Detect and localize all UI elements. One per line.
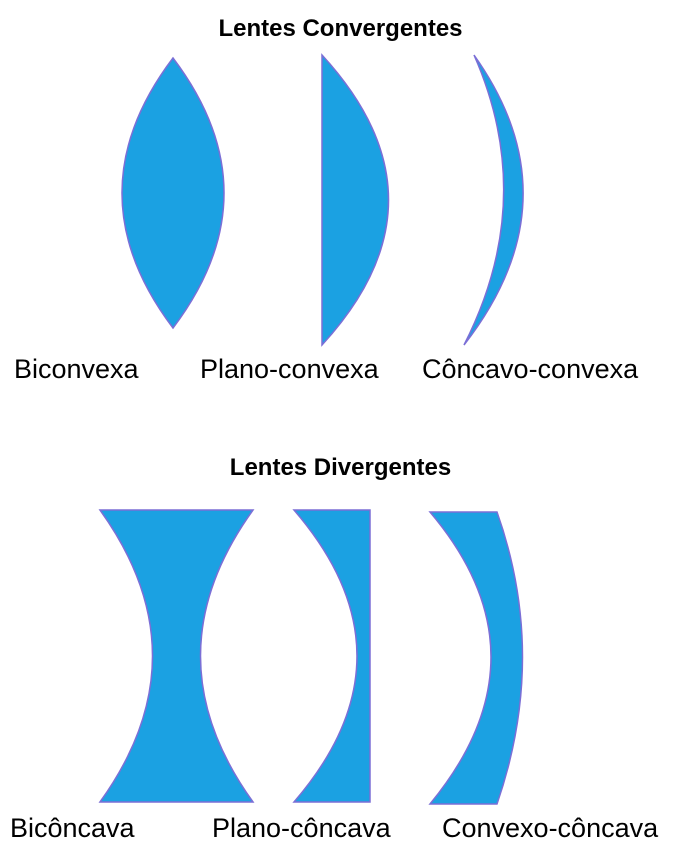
plano-convex-lens-shape [322,55,389,345]
biconvex-label: Biconvexa [14,356,139,383]
convex-concave-label: Convexo-côncava [442,815,658,842]
plano-convex-label: Plano-convexa [200,356,379,383]
concave-convex-label: Côncavo-convexa [422,356,638,383]
concave-convex-lens-shape [464,55,523,345]
convex-concave-lens-shape [430,512,523,804]
biconcave-label: Bicôncava [10,815,135,842]
plano-concave-lens-shape [294,510,370,802]
biconcave-lens-shape [100,510,253,802]
plano-concave-label: Plano-côncava [212,815,391,842]
biconvex-lens-shape [122,58,224,328]
